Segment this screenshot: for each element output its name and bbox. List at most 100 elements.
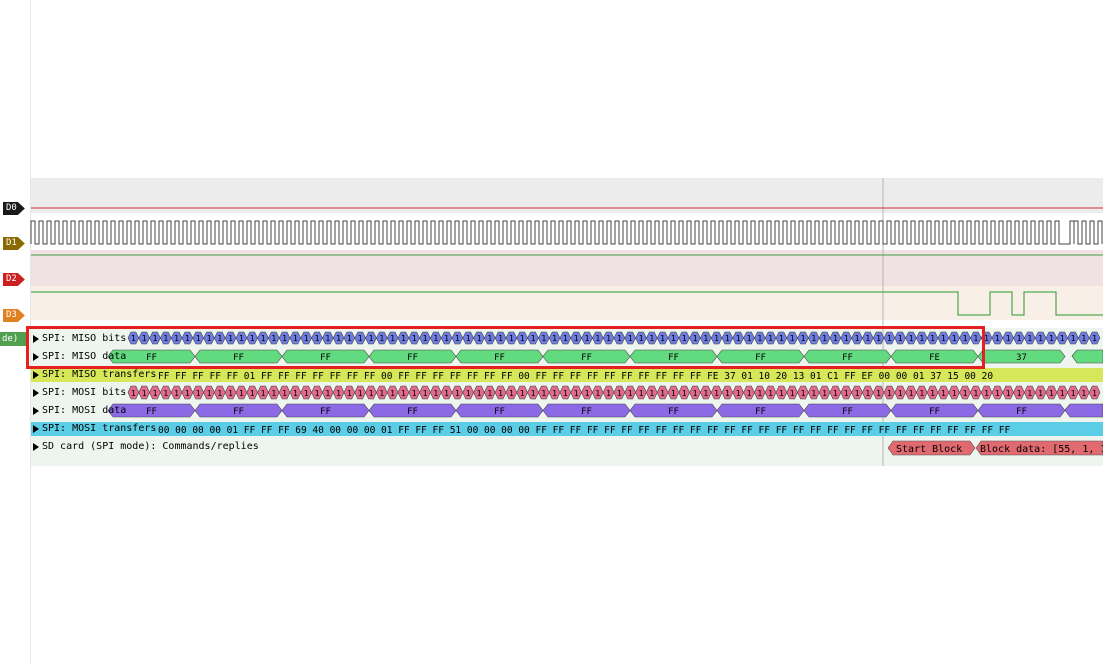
bit-value: 1: [196, 389, 201, 398]
bit-value: 1: [790, 389, 795, 398]
bit-value: 1: [649, 389, 654, 398]
miso-data-segment: [1071, 349, 1103, 364]
bit-value: 1: [304, 334, 309, 343]
bit-value: 1: [1060, 389, 1065, 398]
bit-value: 1: [379, 389, 384, 398]
bit-value: 1: [1027, 389, 1032, 398]
bit-value: 1: [487, 389, 492, 398]
bit-value: 1: [563, 334, 568, 343]
bit-value: 1: [1017, 389, 1022, 398]
row-label-miso-transfers[interactable]: SPI: MISO transfers: [42, 369, 157, 380]
miso-bits-track: [127, 331, 1101, 345]
mosi-data-value: FF: [146, 407, 157, 417]
sd-annotation-block-data-text: Block data: [55, 1, 1: [980, 444, 1103, 455]
bit-value: 1: [855, 389, 860, 398]
expand-arrow-icon[interactable]: [33, 335, 39, 343]
row-label-mosi-transfers[interactable]: SPI: MOSI transfers: [42, 423, 157, 434]
bit-value: 1: [552, 334, 557, 343]
bit-value: 1: [325, 389, 330, 398]
bit-value: 1: [185, 389, 190, 398]
mosi-data-value: FF: [494, 407, 505, 417]
bit-value: 1: [811, 334, 816, 343]
bit-value: 1: [930, 389, 935, 398]
bit-value: 1: [444, 389, 449, 398]
mosi-data-value: FF: [668, 407, 679, 417]
trace-d1-clock: [30, 220, 1103, 245]
expand-arrow-icon[interactable]: [33, 389, 39, 397]
bit-value: 1: [271, 389, 276, 398]
mosi-data-segment: [1064, 403, 1103, 418]
bit-value: 1: [142, 334, 147, 343]
row-label-miso-bits[interactable]: SPI: MISO bits: [42, 333, 127, 344]
expand-arrow-icon[interactable]: [33, 353, 39, 361]
bit-value: 1: [390, 334, 395, 343]
bit-value: 1: [790, 334, 795, 343]
bit-value: 1: [909, 389, 914, 398]
channel-label-d3[interactable]: D3: [3, 309, 25, 322]
miso-data-segment: [629, 349, 718, 364]
channel-label-d0[interactable]: D0: [3, 202, 25, 215]
bit-value: 1: [898, 334, 903, 343]
expand-arrow-icon[interactable]: [33, 425, 39, 433]
bit-value: 1: [822, 334, 827, 343]
bit-value: 1: [822, 389, 827, 398]
bit-value: 1: [595, 334, 600, 343]
bit-value: 1: [1017, 334, 1022, 343]
trace-d3: [31, 291, 1103, 316]
mosi-transfers-text: 00 00 00 00 01 FF FF FF 69 40 00 00 00 0…: [158, 425, 1010, 436]
mosi-data-segment: [716, 403, 805, 418]
bit-value: 1: [228, 334, 233, 343]
channel-label-d2[interactable]: D2: [3, 273, 25, 286]
miso-data-value: FF: [146, 353, 157, 363]
bit-value: 1: [995, 389, 1000, 398]
bit-value: 1: [142, 389, 147, 398]
bit-value: 1: [552, 389, 557, 398]
bit-value: 1: [693, 334, 698, 343]
bit-value: 1: [811, 389, 816, 398]
bit-value: 1: [876, 389, 881, 398]
decoder-tag[interactable]: de): [0, 332, 26, 346]
bit-value: 1: [930, 334, 935, 343]
bit-value: 1: [747, 334, 752, 343]
bit-value: 1: [973, 334, 978, 343]
bit-value: 1: [833, 334, 838, 343]
bit-value: 1: [757, 334, 762, 343]
bit-value: 1: [174, 334, 179, 343]
expand-arrow-icon[interactable]: [33, 443, 39, 451]
row-label-mosi-bits[interactable]: SPI: MOSI bits: [42, 387, 127, 398]
miso-data-segment: [194, 349, 283, 364]
mosi-data-value: FF: [233, 407, 244, 417]
bit-value: 1: [509, 334, 514, 343]
bit-value: 1: [207, 389, 212, 398]
miso-data-segment: [716, 349, 805, 364]
bit-value: 1: [671, 389, 676, 398]
bit-value: 1: [509, 389, 514, 398]
bit-value: 1: [617, 334, 622, 343]
bit-value: 1: [131, 334, 136, 343]
bit-value: 1: [153, 334, 158, 343]
selection-highlight: [26, 326, 985, 369]
bit-value: 1: [1081, 389, 1086, 398]
bit-value: 1: [660, 389, 665, 398]
mosi-data-segment: [542, 403, 631, 418]
expand-arrow-icon[interactable]: [33, 371, 39, 379]
row-label-mosi-data[interactable]: SPI: MOSI data: [42, 405, 127, 416]
mosi-data-segment: [890, 403, 979, 418]
bit-value: 1: [369, 389, 374, 398]
bit-value: 1: [1060, 334, 1065, 343]
bit-value: 1: [887, 334, 892, 343]
channel-label-d1[interactable]: D1: [3, 237, 25, 250]
row-label-miso-data[interactable]: SPI: MISO data: [42, 351, 127, 362]
bit-value: 1: [844, 389, 849, 398]
bit-value: 1: [952, 334, 957, 343]
bit-value: 1: [261, 389, 266, 398]
miso-data-value: 37: [1016, 353, 1027, 363]
bit-value: 1: [498, 334, 503, 343]
bit-value: 1: [531, 389, 536, 398]
bit-value: 1: [520, 334, 525, 343]
bit-value: 1: [541, 389, 546, 398]
expand-arrow-icon[interactable]: [33, 407, 39, 415]
row-label-sd-card[interactable]: SD card (SPI mode): Commands/replies: [42, 441, 259, 452]
bit-value: 1: [336, 389, 341, 398]
